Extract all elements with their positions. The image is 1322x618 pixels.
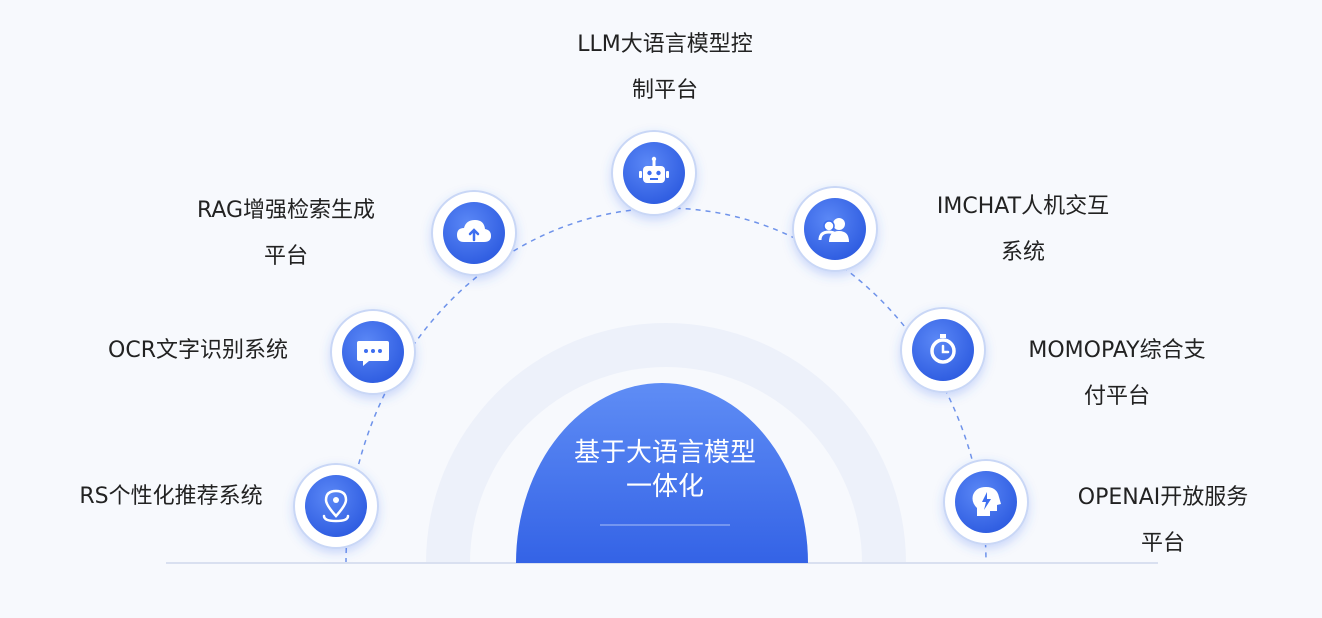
- label-openai-line1: OPENAI开放服务: [1077, 485, 1249, 510]
- node-rs[interactable]: [293, 463, 379, 549]
- users-icon: [818, 218, 849, 242]
- label-imchat: IMCHAT人机交互 系统: [918, 184, 1128, 276]
- label-rs: RS个性化推荐系统: [64, 474, 278, 520]
- node-rag[interactable]: [431, 190, 517, 276]
- label-rag: RAG增强检索生成 平台: [180, 188, 392, 280]
- label-ocr-line1: OCR文字识别系统: [108, 338, 288, 363]
- label-rag-line2: 平台: [263, 244, 308, 269]
- center-title: 基于大语言模型 一体化: [540, 436, 790, 504]
- node-ocr[interactable]: [330, 309, 416, 395]
- center-title-line2: 一体化: [625, 472, 704, 502]
- node-momopay[interactable]: [900, 307, 986, 393]
- label-openai: OPENAI开放服务 平台: [1060, 475, 1266, 567]
- chat-bubble-icon: [357, 341, 389, 366]
- stopwatch-icon: [930, 334, 956, 364]
- label-momopay-line2: 付平台: [1083, 384, 1150, 409]
- label-rs-line1: RS个性化推荐系统: [79, 484, 263, 509]
- label-llm-line2: 制平台: [631, 78, 698, 103]
- node-llm[interactable]: [611, 130, 697, 216]
- label-imchat-line2: 系统: [1000, 240, 1045, 265]
- label-imchat-line1: IMCHAT人机交互: [936, 194, 1110, 219]
- label-ocr: OCR文字识别系统: [92, 328, 304, 374]
- location-pin-icon: [322, 489, 350, 523]
- node-imchat[interactable]: [792, 186, 878, 272]
- label-llm-line1: LLM大语言模型控: [577, 32, 753, 57]
- label-llm: LLM大语言模型控 制平台: [558, 22, 772, 114]
- center-title-line1: 基于大语言模型: [573, 438, 756, 468]
- label-openai-line2: 平台: [1140, 531, 1185, 556]
- node-openai[interactable]: [943, 459, 1029, 545]
- center-dome: [516, 383, 808, 563]
- label-momopay-line1: MOMOPAY综合支: [1028, 338, 1206, 363]
- label-rag-line1: RAG增强检索生成: [196, 198, 376, 223]
- robot-icon: [639, 156, 669, 183]
- cloud-upload-icon: [457, 220, 491, 242]
- label-momopay: MOMOPAY综合支 付平台: [1010, 328, 1224, 420]
- head-bolt-icon: [972, 487, 1001, 516]
